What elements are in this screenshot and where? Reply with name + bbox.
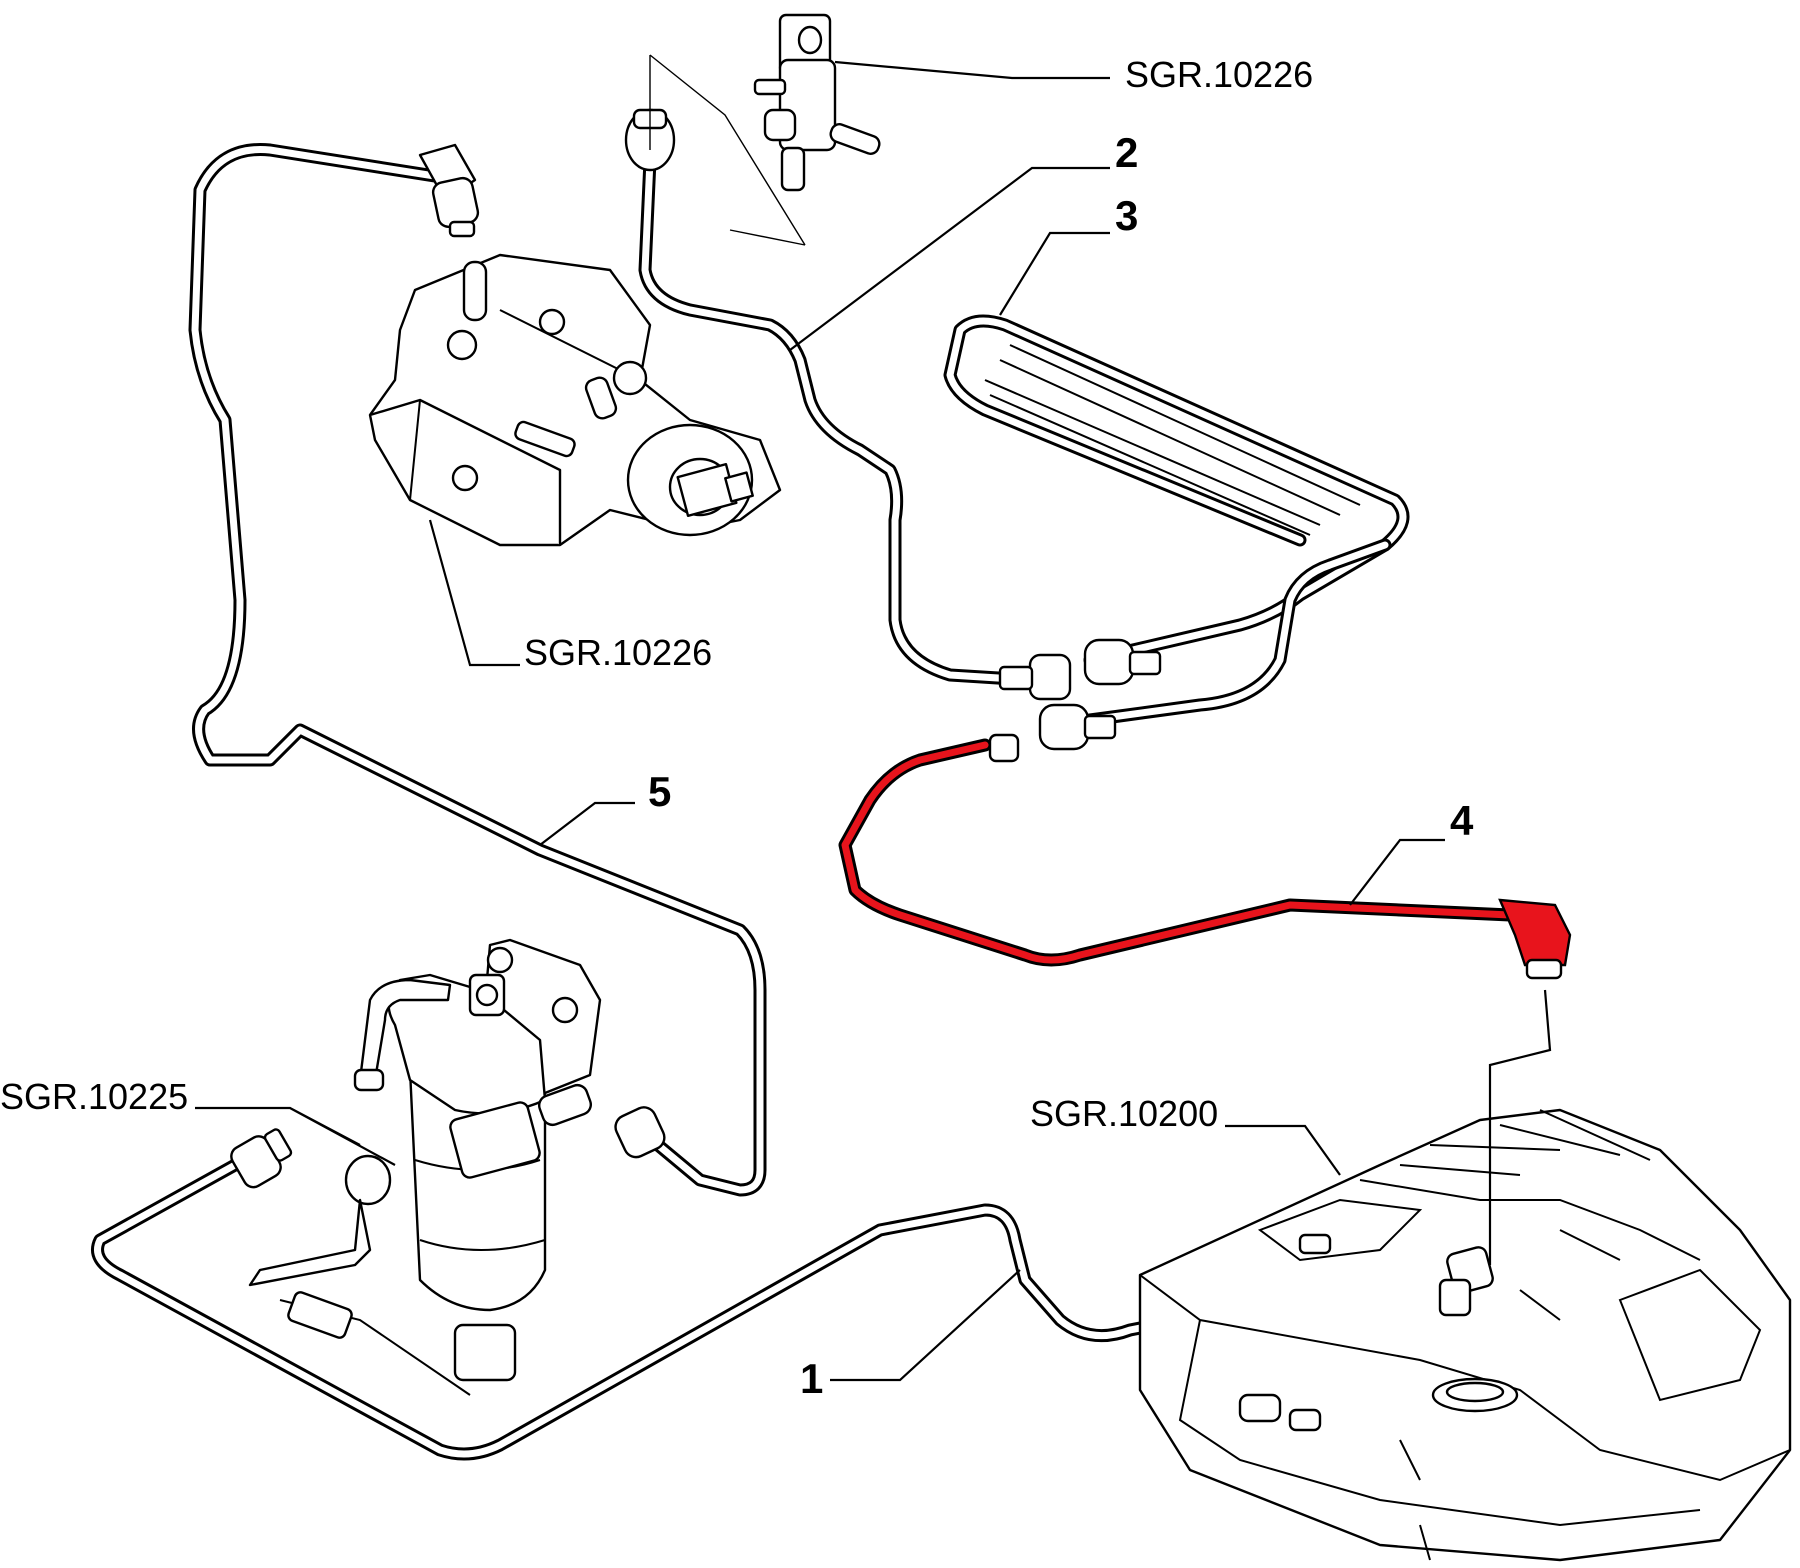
pipe-3[interactable] <box>943 314 1410 751</box>
ref-sgr-pump: SGR.10226 <box>524 632 712 673</box>
pipe-4[interactable] <box>838 733 1572 980</box>
callout-2: 2 <box>1115 129 1138 176</box>
ref-sgr-tank: SGR.10200 <box>1030 1093 1218 1134</box>
ref-sgr-filter: SGR.10225 <box>0 1076 188 1117</box>
injection-pump <box>368 253 782 547</box>
ref-sgr-top: SGR.10226 <box>1125 54 1313 95</box>
pipe-4-elbow <box>1498 898 1572 967</box>
fuel-filter <box>248 938 602 1396</box>
callout-4: 4 <box>1450 797 1474 844</box>
leader-lines <box>195 60 1552 1382</box>
pipe-2[interactable] <box>624 108 1072 701</box>
callout-3: 3 <box>1115 192 1138 239</box>
callout-5: 5 <box>648 768 671 815</box>
fuel-tank <box>1138 1108 1792 1562</box>
pipe-4-end-fitting <box>988 733 1020 763</box>
pipe-4-fill <box>841 741 1514 964</box>
callout-1: 1 <box>800 1355 823 1402</box>
pipe-4-elbow-cap <box>1525 958 1563 980</box>
electrovalve <box>649 13 881 246</box>
labels: SGR.10226 SGR.10226 SGR.10225 SGR.10200 … <box>0 54 1474 1402</box>
pipe-5[interactable] <box>188 143 767 1197</box>
